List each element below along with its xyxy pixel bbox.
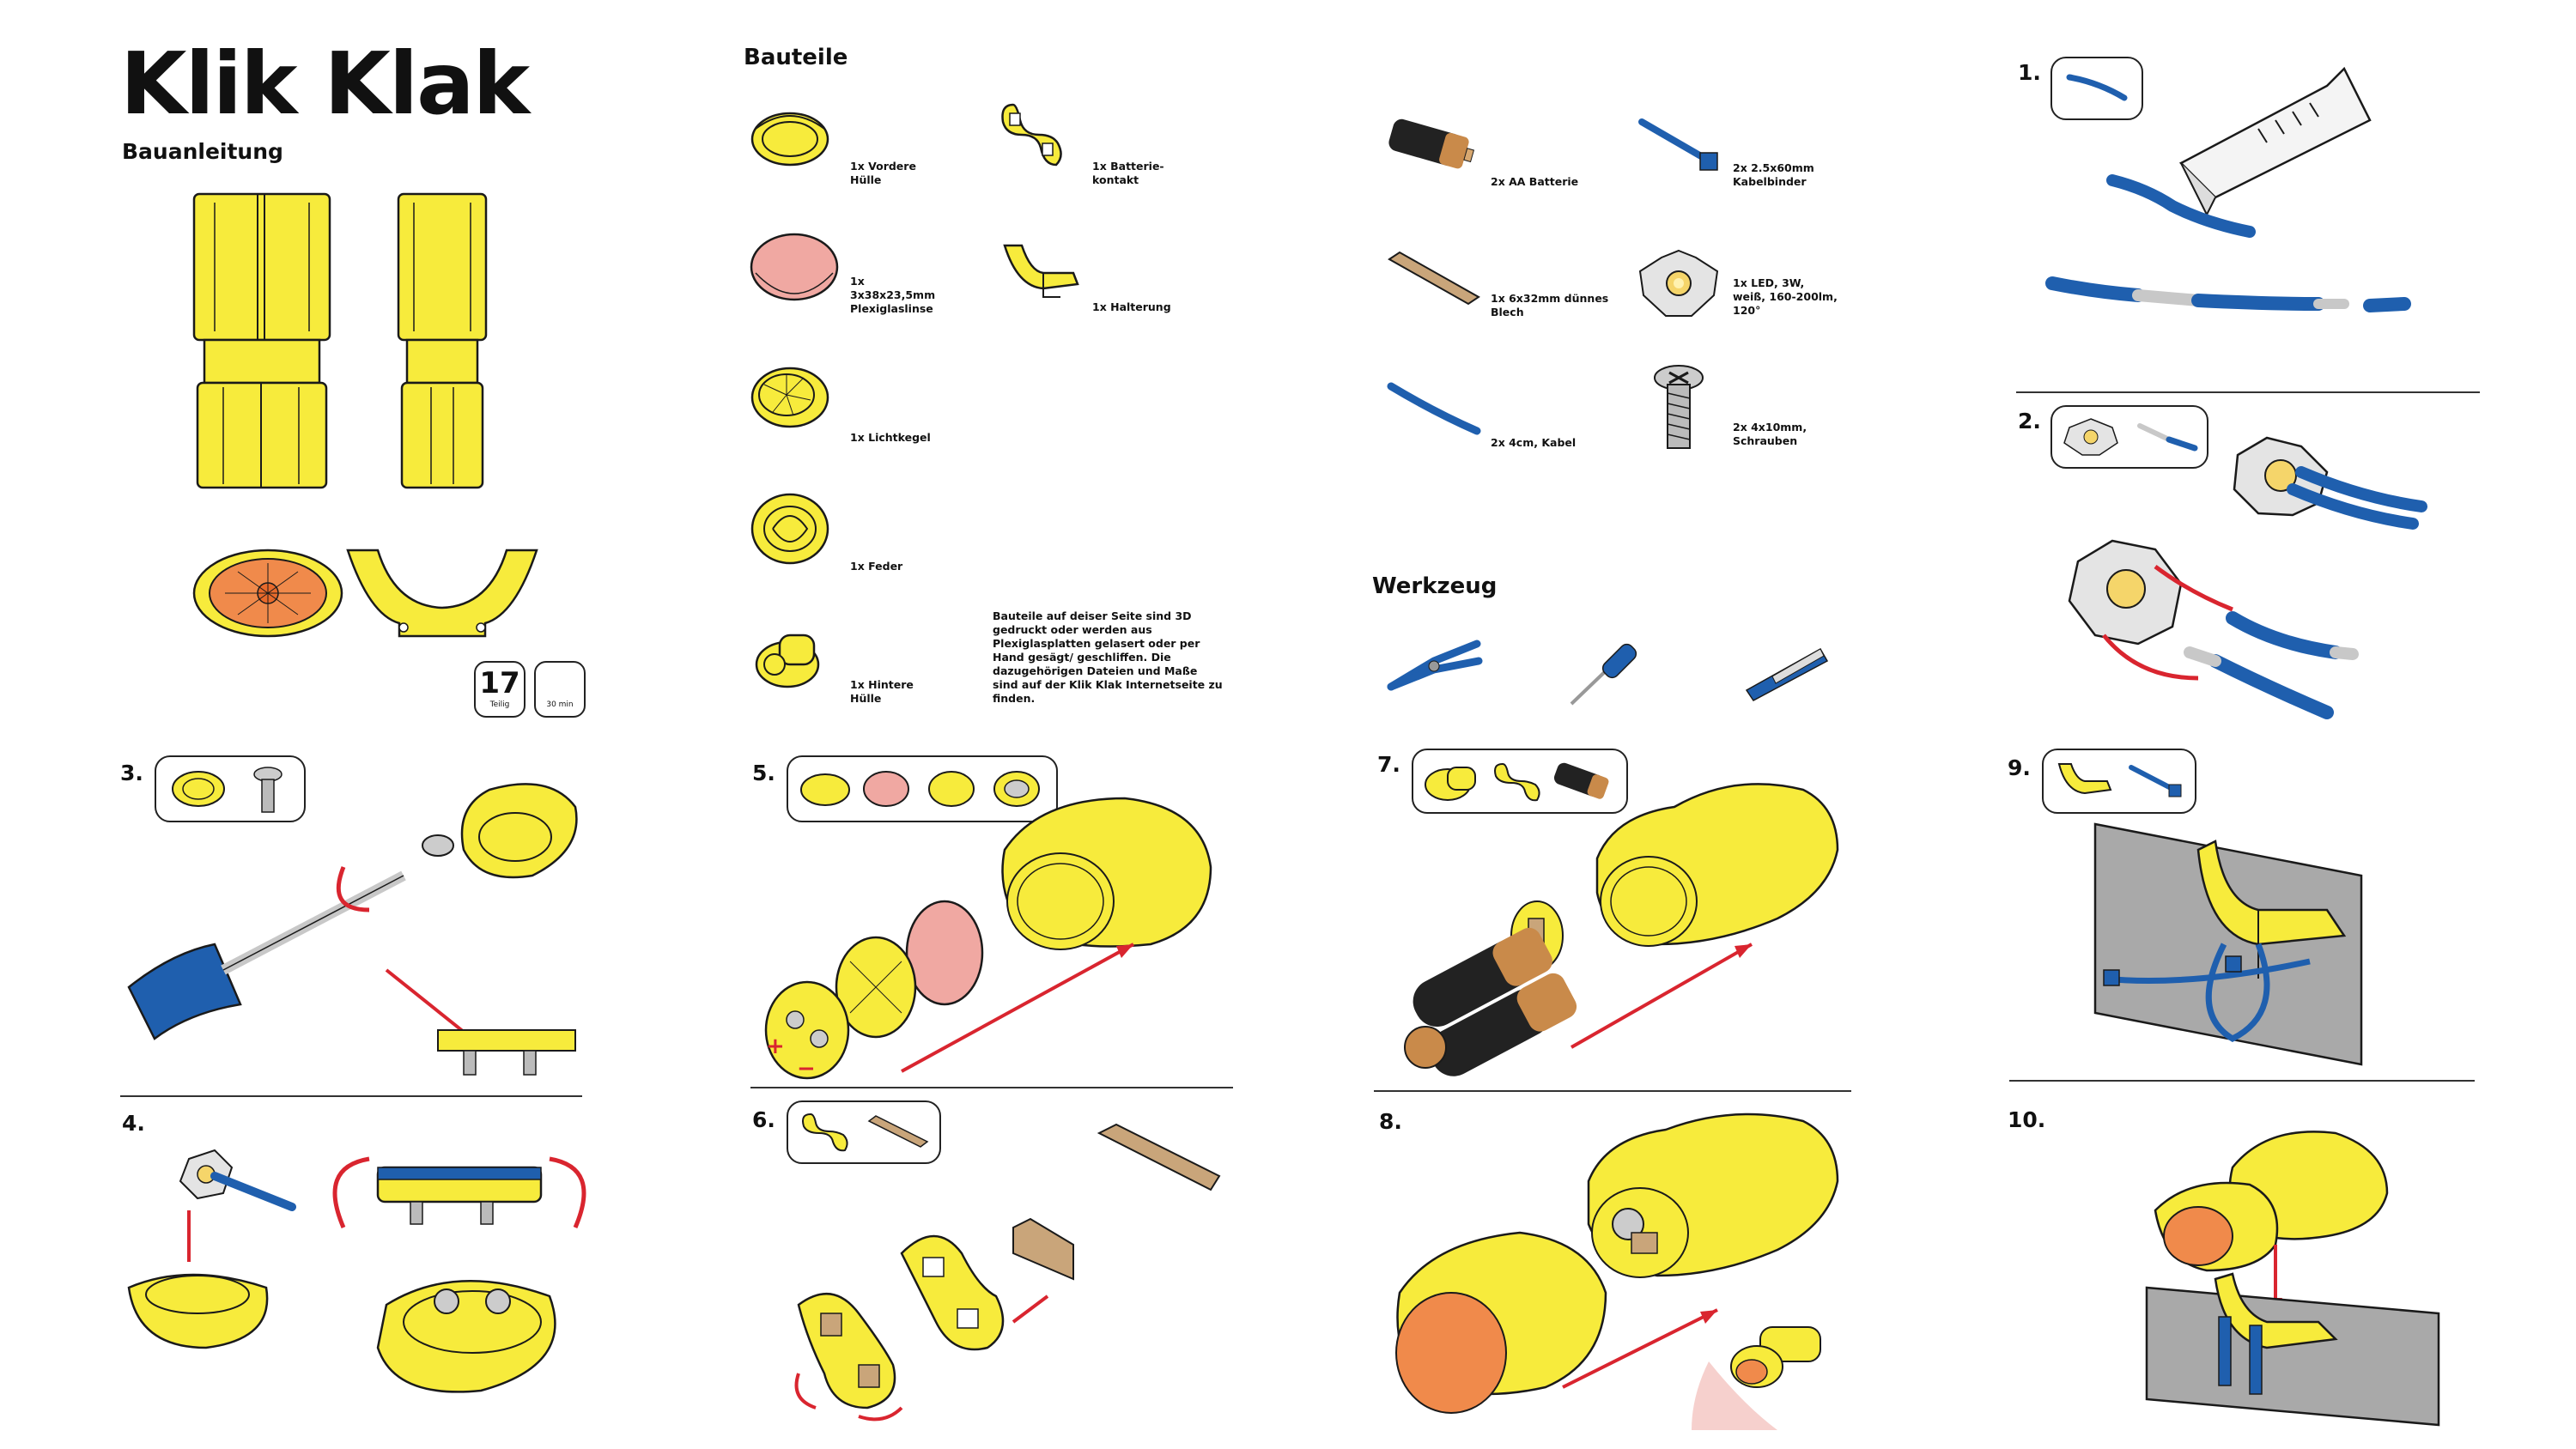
step-number-6: 6. xyxy=(752,1107,775,1132)
material-label-wire: 2x 4cm, Kabel xyxy=(1491,436,1577,449)
parts-count-badge: 17 Teilig xyxy=(474,661,526,718)
step-number-9: 9. xyxy=(2008,755,2031,780)
flashlight-front-view xyxy=(192,192,331,489)
wire-icon xyxy=(2066,74,2128,101)
polarity-minus: − xyxy=(797,1056,816,1082)
rear-shell-icon xyxy=(1425,767,1476,801)
step10-final-illustration xyxy=(2145,1131,2440,1427)
wire-icon xyxy=(1387,382,1481,435)
led-icon xyxy=(1638,249,1719,317)
part-label-bracket: 1x Halterung xyxy=(1092,300,1171,313)
step2-kit-box xyxy=(2050,405,2208,469)
screwdriver-icon xyxy=(1570,643,1637,706)
step-number-7: 7. xyxy=(1377,752,1400,777)
material-label-strip: 1x 6x32mm dünnes Blech xyxy=(1491,292,1609,318)
rear-shell-icon xyxy=(755,634,820,688)
cutter-knife-icon xyxy=(1745,647,1829,701)
step7-battery-illustration xyxy=(1404,783,1839,1076)
cable-tie-icon xyxy=(2129,765,2182,797)
step3-divider xyxy=(120,1095,582,1097)
flashlight-side-view xyxy=(397,192,488,489)
parts-count-label: Teilig xyxy=(489,700,510,709)
cable-tie-icon xyxy=(1638,118,1718,171)
step5-kit-box xyxy=(787,755,1058,822)
led-icon xyxy=(2063,418,2118,456)
screw-icon xyxy=(1654,365,1704,449)
step-number-2: 2. xyxy=(2018,409,2041,433)
step6-kit-box xyxy=(787,1100,941,1164)
reflector-icon xyxy=(928,771,975,807)
part-label-reflector: 1x Lichtkegel xyxy=(850,431,931,444)
part-label-battery-contact: 1x Batterie- kontakt xyxy=(1092,160,1164,186)
screw-icon xyxy=(253,767,283,813)
pliers-icon xyxy=(1387,640,1483,691)
part-label-spring: 1x Feder xyxy=(850,560,903,573)
parts-heading: Bauteile xyxy=(744,45,848,70)
front-shell-icon xyxy=(750,112,829,167)
step2-soldering-illustration xyxy=(2068,436,2427,719)
step-number-10: 10. xyxy=(2008,1107,2046,1132)
page-subtitle: Bauanleitung xyxy=(122,139,283,164)
battery-icon xyxy=(1388,118,1475,169)
step-number-5: 5. xyxy=(752,761,775,785)
step7-kit-box xyxy=(1412,749,1628,814)
step5-exploded-illustration xyxy=(764,797,1212,1080)
time-label: 30 min xyxy=(546,700,574,709)
material-label-led: 1x LED, 3W, weiß, 160-200lm, 120° xyxy=(1733,276,1838,317)
step-number-3: 3. xyxy=(120,761,143,785)
step9-kit-box xyxy=(2042,749,2196,814)
clock-icon xyxy=(536,663,584,700)
step-number-1: 1. xyxy=(2018,60,2041,85)
metal-strip-icon xyxy=(867,1115,929,1148)
material-label-battery: 2x AA Batterie xyxy=(1491,175,1579,188)
battery-contact-icon xyxy=(1001,103,1062,167)
lens-icon xyxy=(750,233,839,301)
step1-stripping-illustration xyxy=(2045,66,2411,312)
bracket-front-view xyxy=(346,549,538,638)
polarity-plus: + xyxy=(766,1034,785,1059)
parts-count-value: 17 xyxy=(479,666,520,700)
step7-divider xyxy=(1374,1090,1851,1092)
reflector-icon xyxy=(750,367,829,428)
lens-icon xyxy=(863,771,909,807)
parts-note: Bauteile auf deiser Seite sind 3D gedruc… xyxy=(993,609,1223,705)
step-number-4: 4. xyxy=(122,1111,145,1136)
metal-strip-icon xyxy=(1388,251,1480,306)
part-label-rear-shell: 1x Hintere Hülle xyxy=(850,678,914,705)
step4-assembly-illustration xyxy=(127,1149,586,1393)
spring-icon xyxy=(993,771,1040,807)
material-label-screw: 2x 4x10mm, Schrauben xyxy=(1733,421,1807,447)
step9-mount-illustration xyxy=(2093,822,2363,1066)
part-label-front-shell: 1x Vordere Hülle xyxy=(850,160,916,186)
battery-contact-icon xyxy=(1494,762,1540,802)
bracket-icon xyxy=(1003,244,1079,298)
front-shell-icon xyxy=(800,773,850,806)
part-label-lens: 1x 3x38x23,5mm Plexiglaslinse xyxy=(850,275,936,315)
battery-icon xyxy=(1553,762,1609,799)
time-badge: 30 min xyxy=(534,661,586,718)
step9-divider xyxy=(2009,1080,2475,1082)
wire-icon xyxy=(2137,423,2198,452)
spring-icon xyxy=(172,771,225,807)
step3-kit-box xyxy=(155,755,306,822)
step1-divider xyxy=(2016,391,2480,393)
flashlight-top-view xyxy=(192,549,343,638)
step1-kit-box xyxy=(2050,57,2143,120)
material-label-cable-tie: 2x 2.5x60mm Kabelbinder xyxy=(1733,161,1814,188)
page-title: Klik Klak xyxy=(120,33,530,134)
step5-divider xyxy=(750,1087,1233,1088)
step-number-8: 8. xyxy=(1379,1109,1402,1134)
spring-icon xyxy=(750,493,829,565)
battery-contact-icon xyxy=(802,1113,848,1152)
bracket-icon xyxy=(2057,763,2112,795)
step6-contact-illustration xyxy=(794,1123,1221,1422)
tools-heading: Werkzeug xyxy=(1372,573,1498,599)
step8-closing-illustration xyxy=(1395,1113,1839,1430)
step3-screw-illustration xyxy=(127,783,578,1076)
